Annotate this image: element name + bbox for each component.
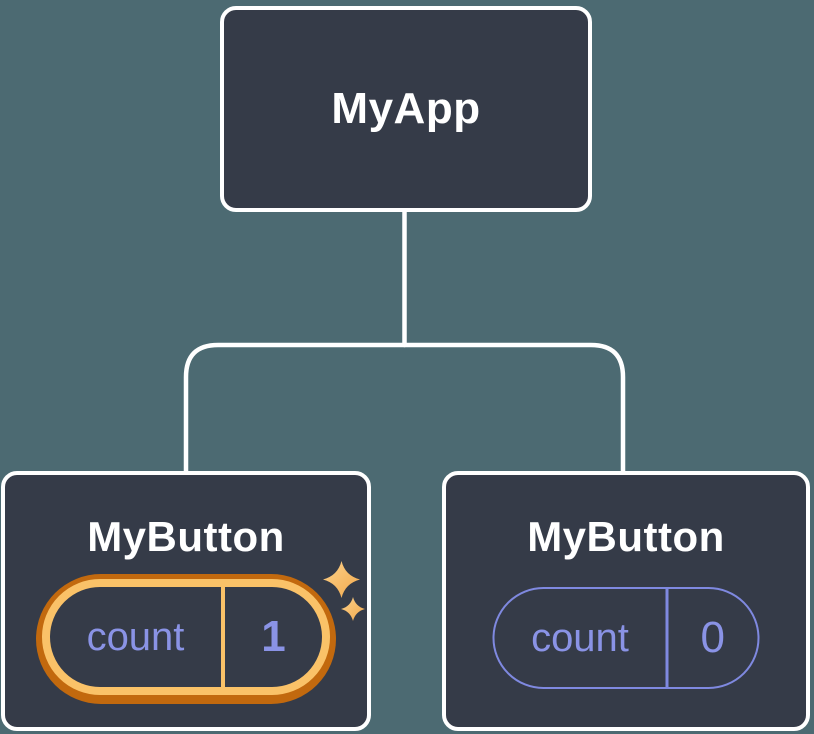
component-label: MyApp	[331, 84, 481, 133]
state-value: 0	[700, 613, 725, 662]
connector-bracket	[183, 342, 626, 476]
state-name: count	[531, 615, 629, 660]
component-node-mybutton-right: MyButton count 0	[442, 471, 810, 731]
state-name: count	[86, 614, 185, 659]
state-badge: count 0	[492, 587, 760, 689]
component-label: MyButton	[527, 513, 725, 560]
component-node-mybutton-left: MyButton count 1	[1, 471, 371, 731]
sparkle-icon	[341, 597, 365, 621]
state-divider	[665, 589, 668, 687]
sparkle-icon	[323, 561, 360, 598]
state-badge-highlighted: count 1	[36, 574, 336, 704]
state-divider	[221, 587, 225, 687]
state-pill: count 1	[42, 579, 330, 695]
component-node-myapp: MyApp	[220, 6, 592, 212]
component-label: MyButton	[87, 513, 285, 560]
state-value: 1	[261, 612, 286, 661]
